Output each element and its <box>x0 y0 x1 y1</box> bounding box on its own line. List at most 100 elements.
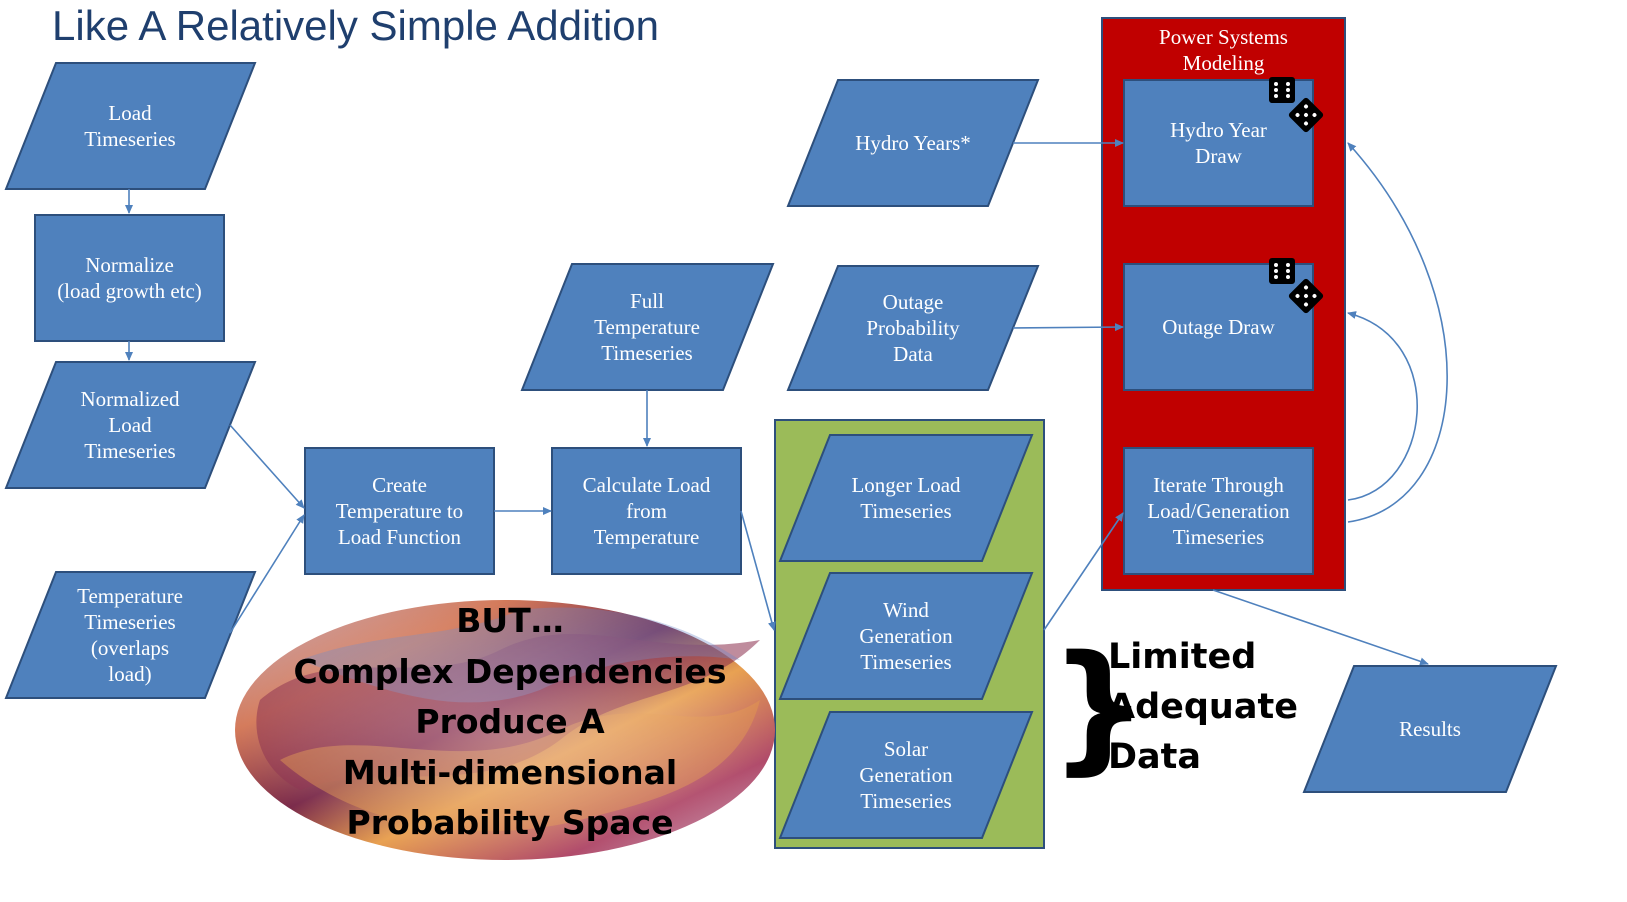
node-text-line: Temperature <box>594 315 700 339</box>
outage-probability-shape <box>786 265 1040 391</box>
node-text-line: Timeseries <box>601 341 693 365</box>
callout-line: Produce A <box>415 702 605 741</box>
solar-generation-shape <box>778 711 1034 839</box>
node-text-line: Timeseries <box>84 610 176 634</box>
load-timeseries-shape <box>4 62 257 190</box>
callout-line: Complex Dependencies <box>293 651 727 691</box>
node-text-line: Generation <box>859 763 953 787</box>
node-text-line: Normalize <box>85 253 174 277</box>
node-text-line: Temperature to <box>335 499 464 523</box>
callout-line: Probability Space <box>346 803 674 842</box>
probability-space-image <box>235 600 775 860</box>
connector-arrow <box>229 424 305 509</box>
loop-arrow <box>1347 311 1419 501</box>
node-text-line: Load <box>108 413 152 437</box>
complexity-callout: BUT… Complex Dependencies Produce A Mult… <box>255 596 765 849</box>
node-text-line: Power Systems <box>1159 25 1288 49</box>
node-text-line: Solar <box>883 737 929 761</box>
dice-icon <box>1269 258 1324 314</box>
node-text-line: Calculate Load <box>582 473 711 497</box>
node-text-line: Hydro Year <box>1170 118 1267 142</box>
node-text-line: Load Function <box>337 525 462 549</box>
brace-line: Data <box>1108 737 1202 777</box>
brace-line: Adequate <box>1108 687 1298 727</box>
node-text-line: Normalized <box>80 387 180 411</box>
brace-line: Limited <box>1108 637 1257 677</box>
node-text-line: from <box>626 499 667 523</box>
results-shape <box>1302 665 1558 793</box>
node-text-line: Timeseries <box>1172 525 1265 549</box>
connector-arrow <box>1043 512 1124 631</box>
connector-arrow <box>740 510 776 631</box>
longer-load-shape <box>778 434 1034 562</box>
full-temperature-shape <box>520 263 775 391</box>
node-text-line: Hydro Years* <box>855 131 971 155</box>
node-text-line: Generation <box>859 624 953 648</box>
node-text-line: Wind <box>883 598 929 622</box>
normalize-label: Normalize(load growth etc) <box>35 215 224 341</box>
hydro-years-label: Hydro Years* <box>813 80 1013 206</box>
node-text-line: Load <box>108 101 152 125</box>
node-text-line: Load/Generation <box>1147 499 1290 523</box>
node-text: Normalize(load growth etc) <box>57 252 202 304</box>
node-text-line: Iterate Through <box>1153 473 1284 497</box>
node-text-line: (load growth etc) <box>57 279 202 303</box>
node-text: Hydro Years* <box>855 130 971 156</box>
node-text: Results <box>1399 716 1461 742</box>
results-label: Results <box>1330 666 1530 792</box>
node-text-line: load) <box>108 662 152 686</box>
node-text-line: Full <box>630 289 664 313</box>
outage-draw-label: Outage Draw <box>1124 264 1313 390</box>
limited-data-label: Limited Adequate Data <box>1108 632 1298 782</box>
node-text-line: Temperature <box>77 584 183 608</box>
node-text-line: Outage <box>882 290 944 314</box>
connector-arrow <box>1212 589 1429 666</box>
node-text-line: Create <box>372 473 427 497</box>
node-text-line: Longer Load <box>851 473 961 497</box>
page-title: Like A Relatively Simple Addition <box>52 2 660 49</box>
callout-line: Multi-dimensional <box>342 752 678 792</box>
node-text-line: Timeseries <box>860 650 952 674</box>
node-text-line: Draw <box>1195 144 1242 168</box>
node-text-line: Results <box>1399 717 1461 741</box>
dice-icon <box>1269 77 1324 133</box>
normalize-shape <box>34 214 225 342</box>
node-text-line: (overlaps <box>90 636 170 660</box>
connector-arrow <box>1012 323 1124 332</box>
hydro-years-shape <box>786 79 1040 207</box>
connector-arrow <box>229 514 305 634</box>
node-text-line: Data <box>893 342 933 366</box>
node-text-line: Outage Draw <box>1162 315 1275 339</box>
node-text-line: Probability <box>866 316 960 340</box>
calculate-load-shape <box>551 447 742 575</box>
curly-brace: } <box>1049 626 1149 789</box>
create-temp-function-shape <box>304 447 495 575</box>
node-text-line: Temperature <box>593 525 700 549</box>
